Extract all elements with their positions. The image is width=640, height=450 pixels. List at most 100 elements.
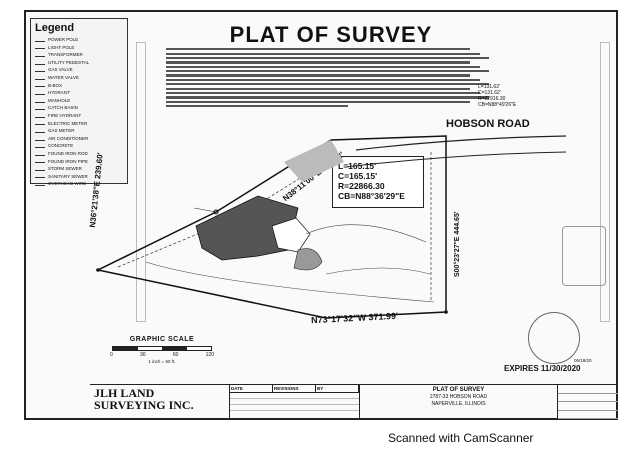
description-line [166, 74, 470, 77]
description-line [166, 100, 470, 103]
legend-symbol-icon [35, 53, 45, 57]
revisions-table: DATE REVISIONS BY [230, 385, 360, 420]
house-footprint [195, 195, 299, 261]
corner-marker [96, 268, 100, 272]
legend-symbol-icon [35, 174, 45, 179]
legend-item: LIGHT POLE [35, 44, 123, 52]
title-block-city: NAPERVILLE, ILLINOIS [431, 401, 486, 407]
legend-symbol-icon [35, 68, 45, 73]
rev-col-by: BY [316, 385, 359, 392]
title-block-main: PLAT OF SURVEY 2787-33 HOBSON ROAD NAPER… [360, 385, 558, 420]
description-line [166, 83, 490, 86]
legend-item: TRANSFORMER [35, 51, 123, 59]
description-line [166, 105, 348, 108]
description-line [166, 52, 480, 55]
legend-label: WATER VALVE [48, 74, 79, 80]
expires-text: EXPIRES 11/30/2020 [504, 364, 581, 373]
scale-note: 1 inch = 60 ft. [148, 359, 176, 364]
legend-symbol-icon [35, 45, 45, 50]
scale-tick: 0 [110, 352, 113, 358]
legend-item: ELECTRIC METER [35, 120, 123, 128]
legend-symbol-icon [35, 38, 45, 42]
scale-title: GRAPHIC SCALE [129, 336, 195, 343]
info-row [558, 402, 618, 411]
legend-label: CATCH BASIN [48, 105, 78, 111]
description-line [166, 96, 490, 99]
rev-row [230, 405, 359, 411]
leader-line [193, 207, 217, 213]
legend-item: OVERHEAD WIRE [35, 180, 123, 188]
legend-symbol-icon [35, 99, 45, 103]
legend-item: HYDRANT [35, 89, 123, 97]
legend-item: B-BOX [35, 82, 123, 90]
legend-label: MANHOLE [48, 97, 71, 103]
left-margin-strip [136, 42, 146, 322]
legend-label: AIR CONDITIONER [48, 135, 89, 141]
bituminous-path [145, 261, 435, 303]
legend-item: FOUND IRON ROD [35, 150, 123, 158]
plat-title: PLAT OF SURVEY [229, 22, 433, 47]
road-edge-north [355, 135, 567, 151]
legend-item: WATER VALVE [35, 74, 123, 82]
legend-item: UTILITY PEDESTAL [35, 59, 123, 67]
title-block-info [558, 385, 618, 420]
road-label: HOBSON ROAD [446, 118, 530, 130]
description-line [166, 78, 480, 81]
description-line [166, 70, 490, 73]
legend-symbol-icon [35, 91, 45, 95]
corner-marker [444, 310, 448, 314]
rev-col-date: DATE [230, 385, 273, 392]
bituminous-path [325, 267, 431, 275]
legend-label: GAS VALVE [48, 67, 73, 73]
legend-item: MANHOLE [35, 97, 123, 105]
title-block: JLH LAND SURVEYING INC. DATE REVISIONS B… [90, 384, 618, 420]
driveway [284, 140, 344, 182]
description-line [166, 61, 470, 64]
legend-symbol-icon [35, 182, 45, 187]
scale-tick: 60 [172, 352, 179, 358]
legend-symbol-icon [35, 83, 45, 88]
legend-label: FOUND IRON PIPE [48, 158, 89, 164]
curve-radius: R=22866.30 [338, 181, 385, 191]
stamp-date: 06/18/20 [574, 358, 592, 363]
rev-row [230, 399, 359, 405]
legend-label: UTILITY PEDESTAL [48, 59, 90, 65]
legend-symbol-icon [35, 137, 45, 141]
legend-label: SANITARY SEWER [48, 173, 88, 179]
scanner-watermark: Scanned with CamScanner [388, 431, 534, 445]
legend-label: CONCRETE [48, 143, 74, 149]
curve-small-c: C=131.62' [478, 90, 501, 96]
legend-label: TRANSFORMER [48, 52, 83, 58]
graphic-scale: GRAPHIC SCALE 0 30 60 120 1 inch = 60 ft… [102, 336, 222, 364]
legend-symbol-icon [35, 167, 45, 171]
legend-item: POWER POLE [35, 36, 123, 44]
legend-symbol-icon [35, 152, 45, 156]
title-block-title: PLAT OF SURVEY [432, 387, 485, 393]
rev-col-revisions: REVISIONS [273, 385, 316, 392]
license-stamp [528, 312, 580, 364]
company-block: JLH LAND SURVEYING INC. [90, 385, 230, 420]
legend-item: GAS METER [35, 127, 123, 135]
legend-title: Legend [35, 22, 75, 34]
curve-small-l: L=131.62' [478, 84, 500, 90]
curve-data-box: L=165.15' C=165.15' R=22866.30 CB=N88°36… [332, 156, 424, 208]
curve-small-cb: CB=N88°49'26"E [478, 102, 517, 108]
legend-label: LIGHT POLE [48, 44, 75, 50]
rev-row [230, 393, 359, 399]
legend-item: STORM SEWER [35, 165, 123, 173]
legal-description [166, 46, 496, 112]
description-line [166, 91, 480, 95]
structure-outline [271, 217, 311, 253]
legend-label: OVERHEAD WIRE [48, 181, 87, 187]
scale-tick: 120 [205, 352, 214, 358]
legend-symbol-icon [35, 76, 45, 80]
legend-item: GAS VALVE [35, 66, 123, 74]
legend-label: ELECTRIC METER [48, 120, 88, 126]
scale-ticks: 0 30 60 120 [110, 352, 214, 358]
scale-tick: 30 [140, 352, 146, 358]
description-line [166, 65, 480, 68]
description-line [166, 87, 470, 90]
